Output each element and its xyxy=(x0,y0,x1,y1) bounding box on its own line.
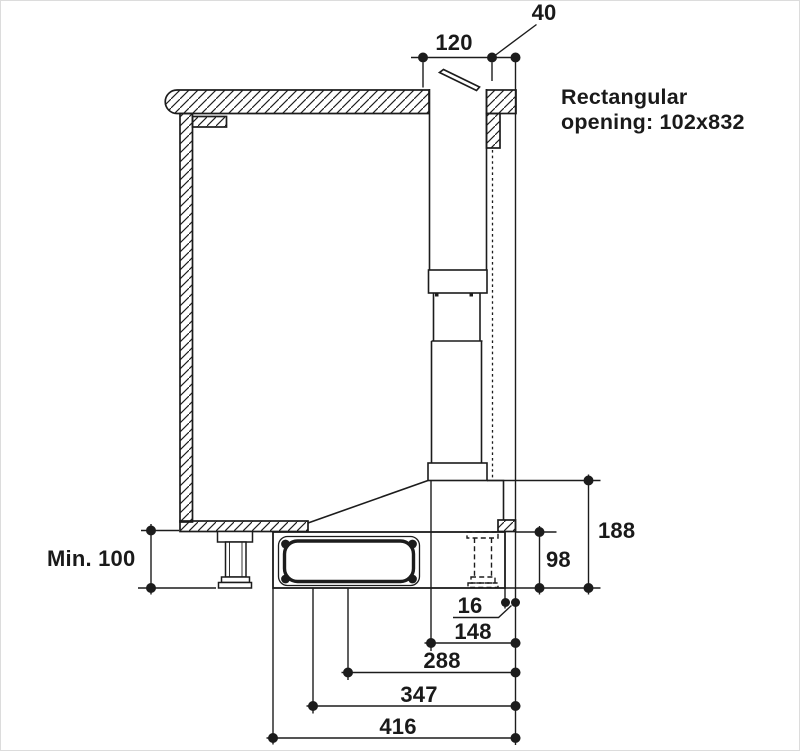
cabinet-leg xyxy=(216,530,254,589)
dim-label-16: 16 xyxy=(457,593,483,618)
rear-bottom-block xyxy=(497,519,517,533)
dim-label-min100: Min. 100 xyxy=(47,546,136,571)
duct-collar-lower xyxy=(427,462,488,482)
hood-body xyxy=(272,479,506,589)
dim-label-98: 98 xyxy=(546,547,571,572)
duct-damper-flap xyxy=(437,68,481,92)
duct-pin-left xyxy=(435,293,439,297)
opening-note-line2: opening: 102x832 xyxy=(561,110,745,134)
opening-note-line1: Rectangular xyxy=(561,85,688,109)
filter-screw xyxy=(408,539,417,549)
dim-347 xyxy=(306,588,521,714)
hood-sloped-top xyxy=(307,479,429,524)
leg-base-plate xyxy=(217,581,253,589)
dim-148 xyxy=(424,480,521,651)
duct-collar-upper xyxy=(427,269,488,294)
telescopic-duct xyxy=(427,89,488,482)
worktop-left-section xyxy=(164,89,430,115)
filter-screw xyxy=(281,539,290,549)
dim-label-120: 120 xyxy=(435,30,473,55)
back-panel-strip xyxy=(485,112,501,149)
leg-stem xyxy=(224,541,247,578)
dim-416 xyxy=(266,588,521,745)
dim-label-288: 288 xyxy=(423,648,461,673)
cabinet-bottom-panel xyxy=(179,520,309,533)
support-bracket xyxy=(191,115,228,128)
filter-screw xyxy=(281,574,290,584)
dim-label-148: 148 xyxy=(454,619,492,644)
dim-label-188: 188 xyxy=(598,518,636,543)
foot-lower-flange xyxy=(470,576,496,584)
foot-base xyxy=(467,582,499,589)
dim-40-leader xyxy=(494,23,537,57)
cabinet-side-panel xyxy=(179,112,194,523)
leg-foot-collar xyxy=(220,576,251,584)
dim-label-347: 347 xyxy=(400,682,438,707)
grease-filter xyxy=(282,539,416,584)
dim-120-40 xyxy=(411,23,537,88)
worktop-right-section xyxy=(485,89,517,115)
hidden-adjustable-foot xyxy=(466,531,499,589)
dim-label-416: 416 xyxy=(379,714,417,739)
foot-top-flange xyxy=(466,531,499,539)
duct-pin-right xyxy=(469,293,473,297)
leg-mount-plate xyxy=(216,530,254,543)
dim-288 xyxy=(341,588,521,680)
filter-frame-outer xyxy=(277,535,421,587)
dimension-dots xyxy=(146,52,594,743)
hood-rear-top-edge xyxy=(487,479,505,520)
filter-screw xyxy=(408,574,417,584)
dim-label-40: 40 xyxy=(531,0,557,25)
